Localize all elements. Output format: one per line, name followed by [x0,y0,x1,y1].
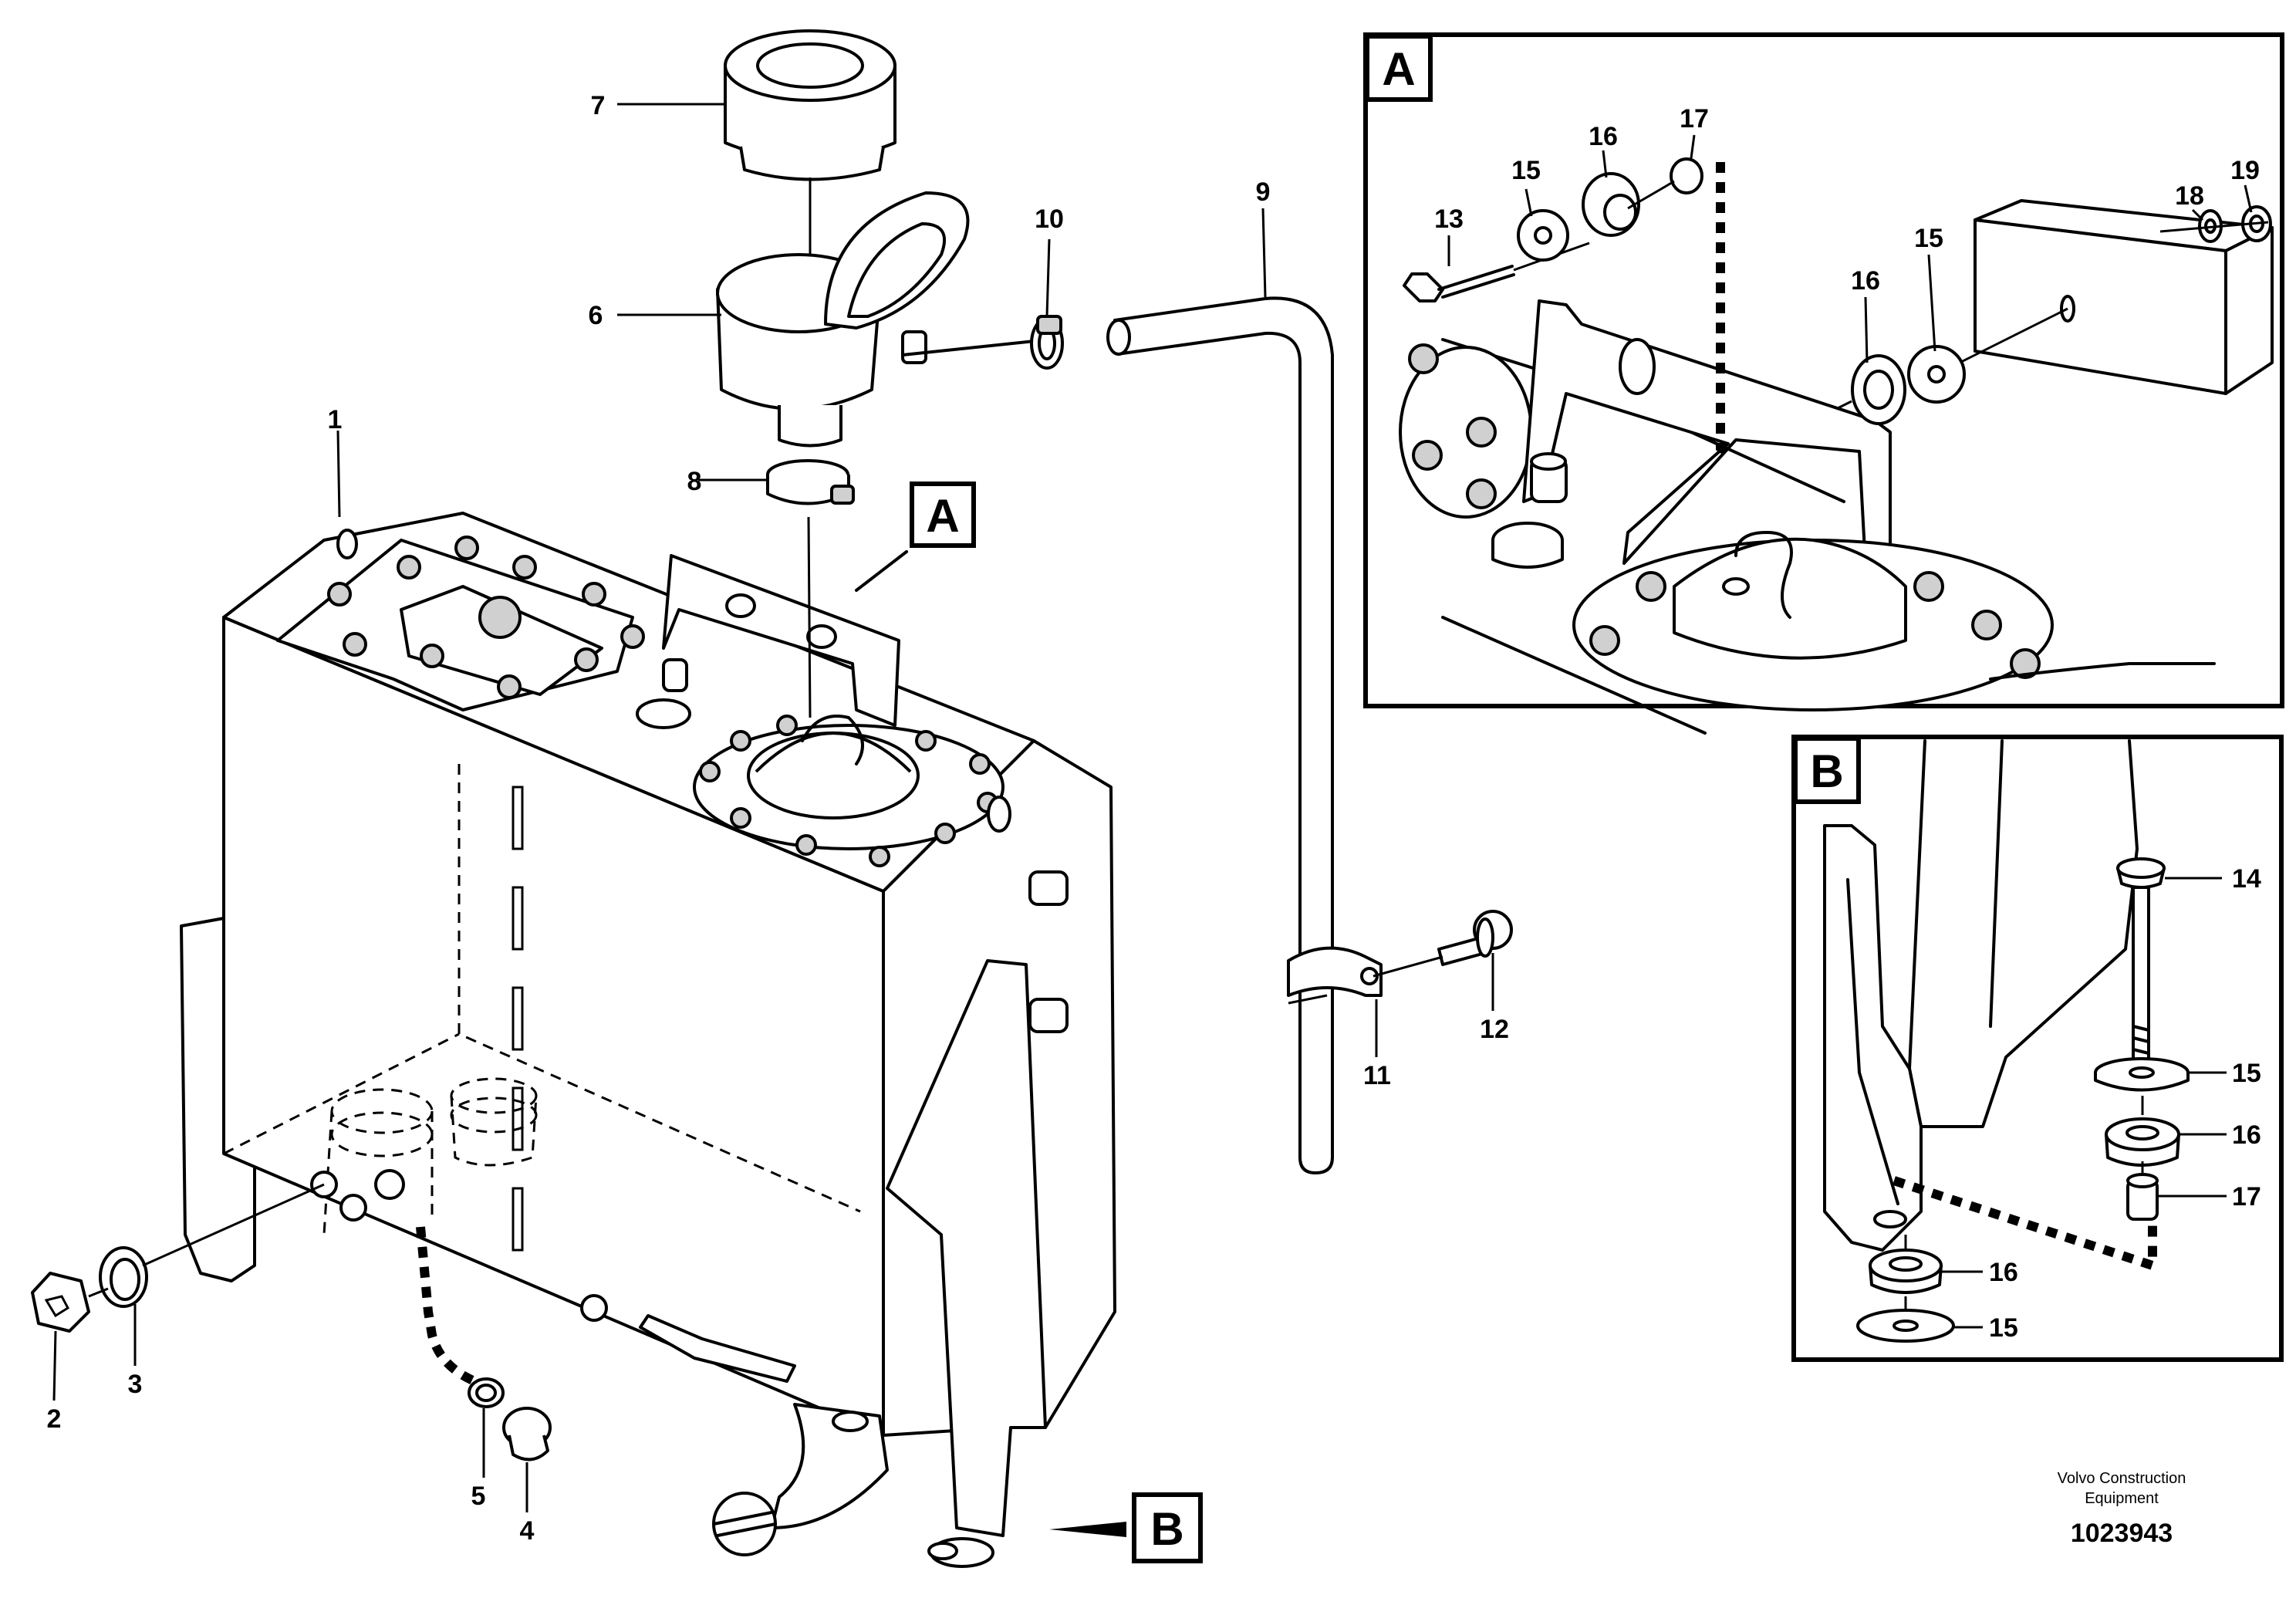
callout-2: 2 [47,1404,62,1434]
callout-14: 14 [2232,864,2261,894]
callout-16-b-upper: 16 [2232,1120,2261,1150]
hose-clamp-10 [1030,315,1064,370]
callout-16-a-lower: 16 [1851,266,1880,296]
view-marker-a [855,482,976,592]
drain-plug-4 [502,1407,552,1461]
callout-17: 17 [1680,104,1709,133]
maker-line-2: Equipment [2085,1490,2159,1507]
detail-view-a [1363,32,2284,735]
callout-15-a-lower: 15 [1914,224,1943,253]
callout-17-b: 17 [2232,1182,2261,1211]
callout-19: 19 [2230,156,2260,185]
callout-15-b-upper: 15 [2232,1059,2261,1088]
callout-6: 6 [589,301,603,330]
filler-breather [716,29,970,718]
document-number: 1023943 [2071,1519,2173,1548]
callout-7: 7 [591,91,606,120]
callout-13: 13 [1434,204,1464,234]
view-letter-b-marker: B [1150,1503,1183,1555]
callout-16: 16 [1589,122,1618,151]
callout-3: 3 [128,1370,143,1399]
callout-18: 18 [2175,181,2204,211]
callout-9: 9 [1256,177,1271,207]
flange-bolts [699,715,998,867]
hose-clamp-8 [766,459,855,505]
drain-plug-2 [31,1272,90,1333]
breather-hose [901,296,1513,1174]
callout-4: 4 [520,1516,535,1546]
clip-bolt [1437,910,1513,966]
callout-11: 11 [1363,1061,1391,1090]
seal-ring-3 [99,1246,148,1308]
callout-12: 12 [1480,1015,1509,1044]
callout-16-b-lower: 16 [1989,1258,2018,1287]
view-marker-b [1049,1492,1203,1563]
maker-line-1: Volvo Construction [2058,1470,2186,1487]
detail-view-b [1791,735,2284,1362]
callout-10: 10 [1035,204,1064,234]
filler-housing [716,191,970,448]
breather-cap [724,29,896,181]
footer-block: Volvo Construction Equipment 1023943 [2058,1470,2186,1548]
detail-a-label: A [1382,43,1415,95]
callout-15-b-lower: 15 [1989,1313,2018,1343]
callout-labels: 1 2 3 4 5 6 7 8 9 10 11 12 13 15 16 17 1… [47,91,2261,1546]
hydraulic-tank [180,512,1116,1568]
leader-lines [52,103,1494,1512]
callout-5: 5 [471,1482,486,1511]
pipe-clip [1287,946,1383,997]
callout-1: 1 [328,405,343,434]
seal-ring-5 [468,1377,505,1408]
view-letter-a-marker: A [926,490,959,542]
detail-b-label: B [1810,745,1843,797]
callout-15: 15 [1511,156,1541,185]
cover-bolts [327,536,645,699]
callout-8: 8 [687,467,702,496]
